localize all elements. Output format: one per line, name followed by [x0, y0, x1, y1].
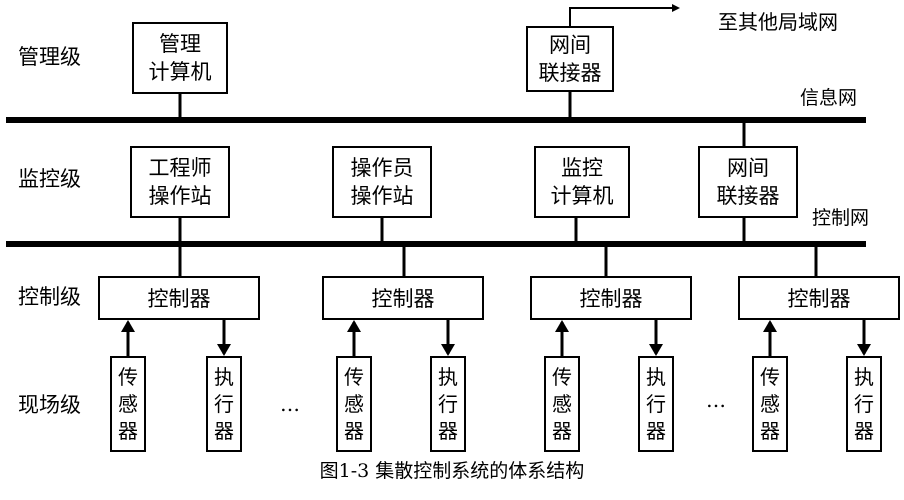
monitor-computer-line2: 计算机: [550, 184, 614, 208]
actuator-char: 行: [438, 391, 458, 416]
level-label-control: 控制级: [18, 285, 81, 309]
actuator-char: 行: [646, 391, 666, 416]
management-computer-line2: 计算机: [148, 60, 212, 84]
monitor-computer-box: 监控 计算机: [534, 146, 630, 218]
controller-box-4: 控制器: [738, 276, 900, 320]
engineer-station-box: 工程师 操作站: [130, 146, 230, 218]
actuator-box-3: 执 行 器: [638, 356, 674, 452]
operator-station-box: 操作员 操作站: [332, 146, 432, 218]
sensor-char: 感: [344, 391, 364, 416]
sensor-char: 器: [344, 418, 364, 443]
operator-station-line1: 操作员: [350, 156, 414, 180]
controller-box-3: 控制器: [530, 276, 692, 320]
actuator-char: 器: [438, 418, 458, 443]
actuator-box-4: 执 行 器: [846, 356, 882, 452]
sensor-char: 传: [552, 364, 572, 389]
sensor-char: 传: [344, 364, 364, 389]
external-link-arrow: [569, 4, 680, 26]
sensor-box-4: 传 感 器: [752, 356, 788, 452]
info-network-label: 信息网: [800, 87, 858, 109]
controller-box-2: 控制器: [322, 276, 484, 320]
management-computer-box: 管理 计算机: [132, 22, 228, 94]
gateway-mid-box: 网间 联接器: [698, 146, 798, 218]
actuator-char: 器: [214, 418, 234, 443]
actuator-char: 器: [854, 418, 874, 443]
actuator-box-2: 执 行 器: [430, 356, 466, 452]
gateway-mid-line1: 网间: [727, 156, 769, 180]
sensor-char: 器: [552, 418, 572, 443]
level-label-management: 管理级: [18, 45, 81, 69]
control-network-label: 控制网: [812, 207, 870, 229]
sensor-box-1: 传 感 器: [110, 356, 146, 452]
sensor-char: 器: [760, 418, 780, 443]
sensor-char: 感: [552, 391, 572, 416]
sensor-char: 传: [760, 364, 780, 389]
ellipsis-1: …: [280, 392, 301, 416]
sensor-box-2: 传 感 器: [336, 356, 372, 452]
engineer-station-line2: 操作站: [148, 184, 212, 208]
level-label-monitoring: 监控级: [18, 167, 81, 191]
external-network-label: 至其他局域网: [718, 10, 838, 34]
actuator-char: 执: [214, 364, 234, 389]
sensor-char: 感: [760, 391, 780, 416]
actuator-box-1: 执 行 器: [206, 356, 242, 452]
figure-caption: 图1-3 集散控制系统的体系结构: [319, 460, 585, 482]
sensor-char: 器: [118, 418, 138, 443]
actuator-char: 执: [438, 364, 458, 389]
sensor-char: 传: [118, 364, 138, 389]
monitor-computer-line1: 监控: [561, 156, 603, 180]
engineer-station-line1: 工程师: [148, 156, 212, 180]
actuator-char: 执: [854, 364, 874, 389]
sensor-box-3: 传 感 器: [544, 356, 580, 452]
actuator-char: 器: [646, 418, 666, 443]
actuator-char: 行: [214, 391, 234, 416]
management-computer-line1: 管理: [159, 32, 201, 56]
gateway-top-line2: 联接器: [538, 61, 602, 85]
controller-box-1: 控制器: [98, 276, 260, 320]
gateway-top-line1: 网间: [549, 33, 591, 57]
gateway-mid-line2: 联接器: [716, 184, 780, 208]
actuator-char: 行: [854, 391, 874, 416]
gateway-top-box: 网间 联接器: [526, 26, 614, 92]
ellipsis-2: …: [706, 388, 727, 412]
sensor-char: 感: [118, 391, 138, 416]
level-label-field: 现场级: [18, 393, 81, 417]
actuator-char: 执: [646, 364, 666, 389]
operator-station-line2: 操作站: [350, 184, 414, 208]
